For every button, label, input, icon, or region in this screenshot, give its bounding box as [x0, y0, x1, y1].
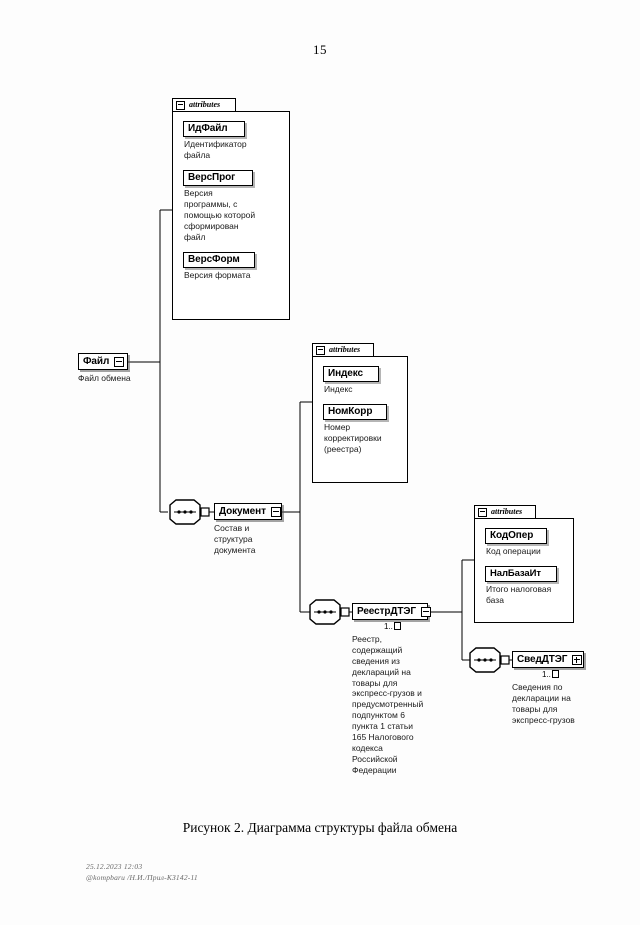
attributes-body-document: Индекс Индекс НомКорр Номер корректировк…	[312, 356, 408, 483]
attributes-panel-document: attributes Индекс Индекс НомКорр Номер к…	[312, 343, 408, 483]
node-sved-dtjeg[interactable]: СведДТЭГ 1.. Сведения по декларации на т…	[512, 651, 608, 726]
attributes-tab-label: attributes	[189, 100, 221, 109]
collapse-icon[interactable]	[478, 507, 487, 517]
attribute-nalbazait-caption: Итого налоговая база	[486, 584, 552, 606]
attribute-nomkorr[interactable]: НомКорр	[323, 404, 387, 421]
node-document-label: Документ	[219, 505, 266, 517]
node-sved-dtjeg-caption: Сведения по декларации на товары для экс…	[512, 682, 575, 725]
infinity-glyph	[393, 622, 401, 630]
attribute-idfile[interactable]: ИдФайл	[183, 121, 245, 137]
attributes-body-file: ИдФайл Идентификатор файла ВерсПрог Верс…	[172, 111, 290, 320]
attribute-nomkorr-label: НомКорр	[328, 406, 373, 418]
expand-collapse-icon[interactable]	[270, 506, 281, 517]
collapse-icon[interactable]	[176, 100, 185, 110]
attribute-versform-label: ВерсФорм	[188, 254, 240, 266]
expand-collapse-icon[interactable]	[421, 606, 431, 617]
attribute-versprog-label: ВерсПрог	[188, 172, 236, 184]
attribute-index-label: Индекс	[328, 368, 363, 379]
node-sved-dtjeg-box[interactable]: СведДТЭГ	[512, 651, 584, 668]
collapse-icon[interactable]	[316, 345, 325, 355]
cardinality-text: 1..	[384, 622, 393, 631]
expand-collapse-icon[interactable]	[114, 356, 125, 367]
node-document[interactable]: Документ Состав и структура документа	[214, 503, 284, 556]
node-file-label: Файл	[83, 355, 110, 367]
footer-timestamp: 25.12.2023 12:03	[86, 862, 143, 871]
attributes-tab-label: attributes	[329, 345, 361, 354]
infinity-glyph	[551, 670, 559, 678]
attribute-versprog[interactable]: ВерсПрог	[183, 170, 253, 187]
attribute-idfile-caption: Идентификатор файла	[184, 139, 247, 161]
attribute-nalbazait[interactable]: НалБазаИт	[485, 566, 557, 583]
node-file-box[interactable]: Файл	[78, 353, 128, 370]
attribute-idfile-label: ИдФайл	[188, 123, 228, 134]
sequence-connector-document	[169, 499, 210, 525]
attribute-versform-caption: Версия формата	[184, 270, 251, 281]
sequence-connector-reestr	[309, 599, 350, 625]
node-sved-dtjeg-label: СведДТЭГ	[517, 653, 568, 665]
attribute-index[interactable]: Индекс	[323, 366, 379, 382]
attributes-tab-document[interactable]: attributes	[312, 343, 374, 356]
node-reestr-dtjeg-label: РеестрДТЭГ	[357, 605, 416, 617]
node-reestr-dtjeg[interactable]: РеестрДТЭГ 1.. Реестр, содержащий сведен…	[352, 603, 452, 775]
node-document-box[interactable]: Документ	[214, 503, 282, 520]
page-number: 15	[313, 42, 327, 57]
attribute-versprog-caption: Версия программы, с помощью которой сфор…	[184, 188, 256, 243]
node-reestr-dtjeg-box[interactable]: РеестрДТЭГ	[352, 603, 431, 620]
attributes-panel-reestr: attributes КодОпер Код операции НалБазаИ…	[474, 505, 574, 623]
expand-icon[interactable]	[572, 654, 583, 665]
cardinality-text: 1..	[542, 670, 551, 679]
attributes-panel-file: attributes ИдФайл Идентификатор файла Ве…	[172, 98, 290, 320]
attributes-tab-label: attributes	[491, 507, 523, 516]
page-footer: 25.12.2023 12:03 @kompbaru /Н.И./Прил-КЗ…	[86, 862, 198, 884]
figure-caption: Рисунок 2. Диаграмма структуры файла обм…	[182, 820, 458, 835]
attribute-index-caption: Индекс	[324, 384, 353, 394]
attribute-kodoper[interactable]: КодОпер	[485, 528, 547, 544]
attribute-nomkorr-caption: Номер корректировки (реестра)	[324, 422, 382, 455]
node-file-caption: Файл обмена	[78, 373, 131, 383]
node-reestr-cardinality: 1..	[384, 622, 401, 631]
node-file[interactable]: Файл Файл обмена	[78, 353, 138, 384]
attribute-kodoper-caption: Код операции	[486, 546, 541, 556]
attributes-body-reestr: КодОпер Код операции НалБазаИт Итого нал…	[474, 518, 574, 623]
node-sved-cardinality: 1..	[542, 670, 559, 679]
attributes-tab-file[interactable]: attributes	[172, 98, 236, 111]
node-document-caption: Состав и структура документа	[214, 523, 256, 555]
node-reestr-dtjeg-caption: Реестр, содержащий сведения из деклараци…	[352, 634, 424, 775]
attribute-nalbazait-label: НалБазаИт	[490, 568, 541, 580]
attribute-kodoper-label: КодОпер	[490, 530, 534, 541]
footer-path: @kompbaru /Н.И./Прил-КЗ142-11	[86, 872, 198, 882]
attributes-tab-reestr[interactable]: attributes	[474, 505, 536, 518]
sequence-connector-sved	[469, 647, 510, 673]
attribute-versform[interactable]: ВерсФорм	[183, 252, 255, 269]
